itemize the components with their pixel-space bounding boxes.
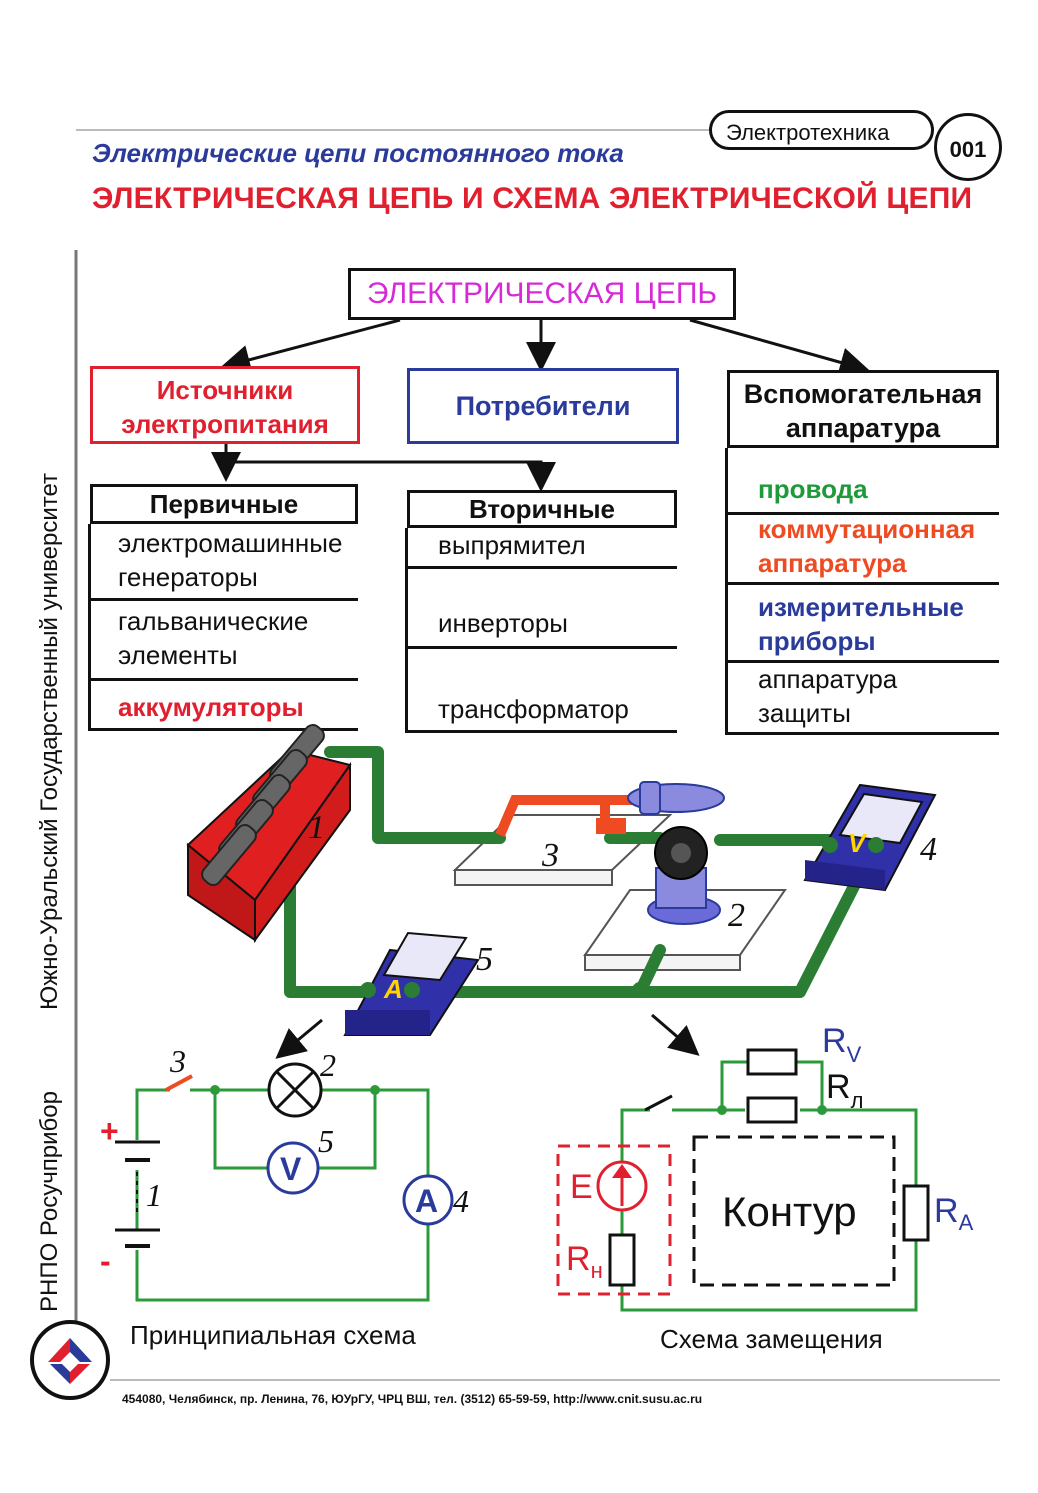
auxiliary-box: Вспомогательная аппаратура bbox=[727, 370, 999, 448]
plus-sign: + bbox=[100, 1113, 119, 1149]
label-e: E bbox=[570, 1168, 593, 1206]
contour-label: Контур bbox=[722, 1188, 857, 1235]
primary-item: электромашинные генераторы bbox=[118, 528, 343, 592]
lamp-icon bbox=[647, 826, 721, 925]
voltmeter-letter: V bbox=[848, 828, 868, 858]
lamp-symbol-icon bbox=[267, 1062, 323, 1118]
ammeter-symbol-icon: A bbox=[402, 1174, 454, 1226]
divider bbox=[407, 566, 677, 569]
resistor-rl bbox=[746, 1096, 798, 1124]
divider bbox=[407, 646, 677, 649]
resistor-rn bbox=[608, 1233, 636, 1287]
root-label: ЭЛЕКТРИЧЕСКАЯ ЦЕПЬ bbox=[366, 277, 718, 310]
label-battery: 1 bbox=[308, 809, 325, 846]
secondary-item: трансформатор bbox=[438, 694, 629, 724]
aux-item-green: провода bbox=[758, 474, 868, 504]
divider bbox=[727, 582, 999, 585]
consumers-label: Потребители bbox=[455, 391, 631, 421]
contour-dashed-frame bbox=[692, 1135, 896, 1287]
sources-label: Источники электропитания bbox=[121, 375, 329, 439]
primary-column-border bbox=[88, 524, 91, 731]
sch-label-switch: 3 bbox=[169, 1043, 186, 1079]
logo-icon bbox=[30, 1320, 110, 1400]
divider bbox=[407, 730, 677, 733]
tree-arrows bbox=[211, 318, 870, 492]
aux-item-blue: измерительные приборы bbox=[758, 592, 964, 656]
equivalent-schematic: RV Rл RA E Rн Контур bbox=[556, 1022, 974, 1312]
sch-label-battery: 1 bbox=[146, 1177, 162, 1213]
primary-heading: Первичные bbox=[149, 489, 299, 519]
subject-tab: Электротехника bbox=[709, 110, 934, 158]
ammeter-icon: A bbox=[343, 931, 480, 1036]
resistor-rv bbox=[746, 1048, 798, 1076]
sch-label-voltmeter: 5 bbox=[318, 1123, 334, 1159]
aux-item: аппаратура защиты bbox=[758, 664, 898, 728]
sheet-number: 001 bbox=[934, 113, 1002, 181]
circuit-illustration: V A 1 2 3 4 5 bbox=[186, 724, 937, 1059]
root-box: ЭЛЕКТРИЧЕСКАЯ ЦЕПЬ bbox=[348, 268, 736, 320]
label-rl: Rл bbox=[826, 1068, 863, 1113]
secondary-column-border bbox=[405, 528, 408, 733]
subject-label: Электротехника bbox=[709, 110, 934, 150]
label-switch: 3 bbox=[541, 837, 559, 874]
consumers-box: Потребители bbox=[407, 368, 679, 444]
emf-source-icon bbox=[596, 1160, 648, 1212]
footer-address: 454080, Челябинск, пр. Ленина, 76, ЮУрГУ… bbox=[122, 1392, 703, 1406]
primary-heading-box: Первичные bbox=[90, 484, 358, 524]
voltmeter-symbol-letter: V bbox=[280, 1151, 302, 1187]
label-ammeter: 5 bbox=[476, 941, 493, 978]
divider bbox=[727, 660, 999, 663]
label-ra: RA bbox=[934, 1192, 974, 1235]
ammeter-letter: A bbox=[383, 974, 403, 1004]
page-title: ЭЛЕКТРИЧЕСКАЯ ЦЕПЬ И СХЕМА ЭЛЕКТРИЧЕСКОЙ… bbox=[92, 182, 973, 215]
sources-box: Источники электропитания bbox=[90, 366, 360, 444]
divider bbox=[88, 678, 358, 681]
ammeter-symbol-letter: A bbox=[415, 1183, 438, 1219]
battery-icon bbox=[186, 724, 352, 944]
secondary-heading-box: Вторичные bbox=[407, 490, 677, 528]
auxiliary-label: Вспомогательная аппаратура bbox=[743, 379, 983, 443]
label-rv: RV bbox=[822, 1022, 862, 1067]
primary-item-red: аккумуляторы bbox=[118, 692, 304, 722]
sch-label-ammeter: 4 bbox=[453, 1183, 469, 1219]
aux-item-orange: коммутационная аппаратура bbox=[758, 514, 976, 578]
aux-column-border bbox=[725, 448, 728, 735]
voltmeter-symbol-icon: V bbox=[266, 1141, 320, 1195]
divider bbox=[727, 732, 999, 735]
label-lamp: 2 bbox=[728, 897, 745, 934]
principle-schematic: V A + - 3 2 5 1 4 bbox=[100, 1043, 469, 1302]
primary-item: гальванические элементы bbox=[118, 606, 309, 670]
topic-heading: Электрические цепи постоянного тока bbox=[92, 138, 624, 168]
label-rn: Rн bbox=[566, 1240, 603, 1283]
resistor-ra bbox=[902, 1184, 930, 1242]
divider bbox=[88, 728, 358, 731]
divider bbox=[88, 598, 358, 601]
sch-label-lamp: 2 bbox=[320, 1047, 336, 1083]
minus-sign: - bbox=[100, 1243, 111, 1279]
secondary-heading: Вторичные bbox=[468, 494, 616, 524]
voltmeter-icon: V bbox=[803, 783, 937, 892]
source-dashed-frame bbox=[556, 1144, 672, 1296]
equivalent-caption: Схема замещения bbox=[660, 1324, 883, 1354]
secondary-item: инверторы bbox=[438, 608, 568, 638]
label-voltmeter: 4 bbox=[920, 831, 937, 868]
divider bbox=[727, 512, 999, 515]
principle-caption: Принципиальная схема bbox=[130, 1320, 416, 1350]
switch-icon bbox=[495, 781, 725, 837]
secondary-item: выпрямител bbox=[438, 530, 586, 560]
